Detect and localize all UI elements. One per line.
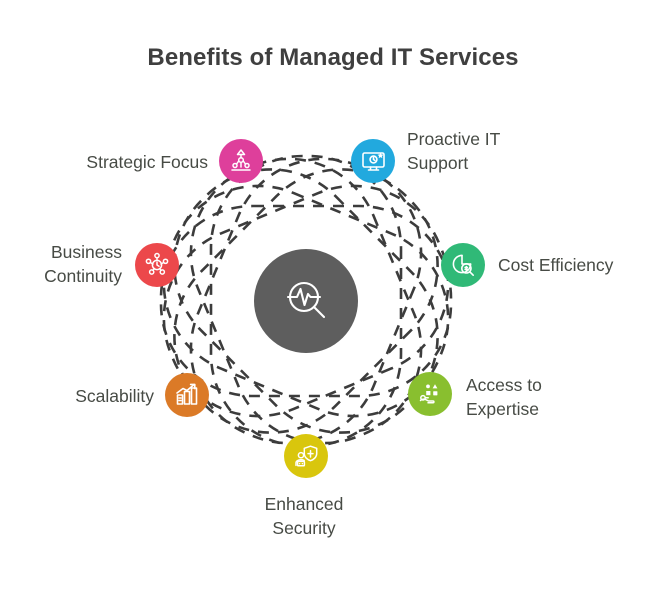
label-scalability: Scalability bbox=[75, 386, 154, 406]
center-hub bbox=[254, 249, 358, 353]
node-scalability[interactable] bbox=[165, 373, 209, 417]
hand-shapes-icon bbox=[417, 381, 444, 408]
node-access-to-expertise[interactable] bbox=[408, 372, 452, 416]
network-clock-icon bbox=[144, 252, 170, 278]
label-enhanced-security: Enhanced Security bbox=[264, 494, 344, 538]
label-access-to-expertise: Access to Expertise bbox=[466, 375, 542, 419]
growth-chart-icon bbox=[174, 382, 200, 408]
label-business-continuity: Business Continuity bbox=[44, 242, 122, 286]
strategy-pyramid-icon bbox=[228, 148, 254, 174]
page-title: Benefits of Managed IT Services bbox=[147, 44, 519, 71]
label-proactive-it-support: Proactive IT Support bbox=[407, 129, 501, 173]
label-cost-efficiency: Cost Efficiency bbox=[498, 255, 614, 275]
node-proactive-it-support[interactable] bbox=[351, 139, 395, 183]
shield-lock-icon bbox=[293, 443, 320, 470]
node-strategic-focus[interactable] bbox=[219, 139, 263, 183]
label-strategic-focus: Strategic Focus bbox=[86, 152, 208, 172]
node-enhanced-security[interactable] bbox=[284, 434, 328, 478]
coin-magnifier-icon bbox=[450, 252, 476, 278]
monitor-support-icon bbox=[360, 148, 387, 175]
node-cost-efficiency[interactable] bbox=[441, 243, 485, 287]
node-business-continuity[interactable] bbox=[135, 243, 179, 287]
pulse-magnifier-icon bbox=[280, 273, 332, 330]
